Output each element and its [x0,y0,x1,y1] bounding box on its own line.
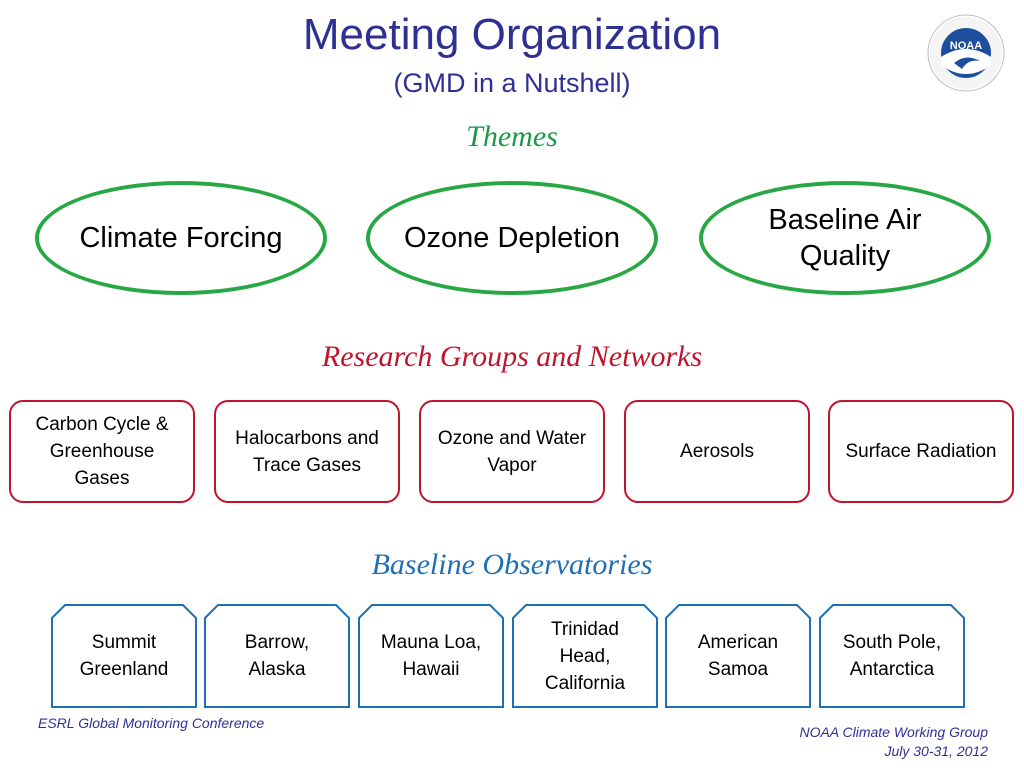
observatory-mauna-loa: Mauna Loa, Hawaii [358,604,504,708]
research-heading: Research Groups and Networks [321,340,703,373]
footer-group-date: NOAA Climate Working Group July 30-31, 2… [799,723,988,761]
footer-group-name: NOAA Climate Working Group [799,724,988,740]
observatory-south-pole: South Pole, Antarctica [819,604,965,708]
observatory-barrow-alaska: Barrow, Alaska [204,604,350,708]
themes-heading: Themes [466,120,558,153]
observatory-label: Barrow, Alaska [244,632,310,680]
theme-ozone-depletion: Ozone Depletion [366,181,658,295]
footer-date: July 30-31, 2012 [884,743,988,759]
theme-label: Baseline Air Quality [768,204,922,272]
observatory-label: Summit Greenland [79,632,169,680]
observatory-box-shape [51,604,197,708]
observatory-summit-greenland: Summit Greenland [51,604,197,708]
observatory-box-shape [665,604,811,708]
theme-climate-forcing: Climate Forcing [35,181,327,295]
research-label: Carbon Cycle & Greenhouse Gases [35,414,169,489]
research-group-halocarbons: Halocarbons and Trace Gases [214,400,400,503]
page-title: Meeting Organization [302,10,722,59]
observatory-box-shape [512,604,658,708]
observatory-trinidad-head: Trinidad Head, California [512,604,658,708]
research-group-carbon-cycle: Carbon Cycle & Greenhouse Gases [9,400,195,503]
observatory-box-shape [204,604,350,708]
footer-conference-name: ESRL Global Monitoring Conference [38,715,265,731]
observatory-box-shape [358,604,504,708]
research-group-surface-radiation: Surface Radiation [828,400,1014,503]
observatory-label: South Pole, Antarctica [842,632,942,680]
research-label: Surface Radiation [845,441,997,462]
theme-label: Ozone Depletion [403,222,621,254]
observatory-american-samoa: American Samoa [665,604,811,708]
research-label: Aerosols [680,441,754,462]
logo-text: NOAA [950,40,982,52]
noaa-logo-icon: NOAA [927,14,1005,92]
page-subtitle: (GMD in a Nutshell) [393,68,631,98]
observatory-label: Trinidad Head, California [544,618,626,694]
observatory-box-shape [819,604,965,708]
research-label: Ozone and Water Vapor [437,427,587,476]
research-label: Halocarbons and Trace Gases [235,427,379,476]
research-group-aerosols: Aerosols [624,400,810,503]
theme-label: Climate Forcing [79,222,283,254]
observatories-heading: Baseline Observatories [371,548,653,581]
observatory-label: American Samoa [697,632,779,680]
observatory-label: Mauna Loa, Hawaii [380,632,482,680]
research-group-ozone-water-vapor: Ozone and Water Vapor [419,400,605,503]
theme-baseline-air-quality: Baseline Air Quality [699,181,991,295]
